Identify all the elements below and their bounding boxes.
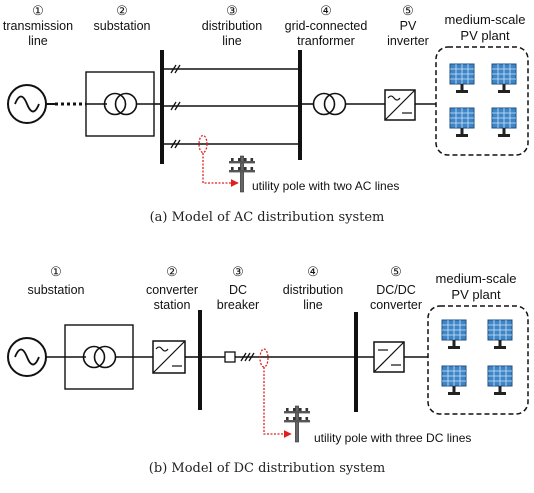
- ac-solar-panel-icon: [449, 63, 475, 94]
- dc-number-1: ①: [50, 264, 62, 279]
- ac-label-pv-plant: medium-scale PV plant: [445, 12, 526, 43]
- dc-number-4: ④: [307, 264, 319, 279]
- dc-label-substation: ① substation: [28, 264, 85, 297]
- ac-number-4: ④: [320, 3, 332, 18]
- dc-label-3-line2: breaker: [217, 298, 259, 312]
- ac-label-5-line1: PV: [400, 19, 417, 33]
- ac-solar-panel-icon: [491, 107, 517, 138]
- dc-generator-icon: [7, 337, 47, 377]
- ac-substation-transformer-icon: [85, 71, 155, 137]
- dc-solar-panel-icon: [487, 365, 513, 396]
- dc-utility-pole-icon: [283, 405, 311, 443]
- dc-plant-line1: medium-scale: [436, 271, 517, 286]
- ac-pointer-ellipse: [198, 134, 208, 154]
- dc-pv-plant-group: [427, 305, 529, 415]
- ac-number-3: ③: [226, 3, 238, 18]
- dc-pole-note: utility pole with three DC lines: [314, 431, 471, 445]
- ac-label-1-line1: transmission: [3, 19, 73, 33]
- dc-system-diagram: ① substation ② converter station ③ DC br…: [7, 264, 529, 476]
- dc-number-2: ②: [166, 264, 178, 279]
- dc-label-3-line1: DC: [229, 283, 247, 297]
- dc-label-distribution-line: ④ distribution line: [283, 264, 343, 312]
- ac-pointer-arrow: [202, 153, 239, 187]
- dc-solar-panel-icon: [441, 319, 467, 350]
- dc-conductor-ticks: [240, 352, 255, 362]
- dc-label-2-line1: converter: [146, 283, 198, 297]
- ac-label-5-line2: inverter: [387, 34, 429, 48]
- ac-label-grid-transformer: ④ grid-connected tranformer: [285, 3, 368, 48]
- dc-label-5-line2: converter: [370, 298, 422, 312]
- dc-number-3: ③: [232, 264, 244, 279]
- dc-label-dcdc-converter: ⑤ DC/DC converter: [370, 264, 422, 312]
- ac-conductor-ticks: [170, 64, 181, 149]
- ac-distribution-lines: [162, 64, 300, 149]
- ac-label-3-line2: line: [222, 34, 242, 48]
- dc-solar-panel-icon: [487, 319, 513, 350]
- ac-label-substation: ② substation: [94, 3, 151, 33]
- dc-label-dc-breaker: ③ DC breaker: [217, 264, 259, 312]
- dc-label-5-line1: DC/DC: [376, 283, 416, 297]
- ac-label-4-line1: grid-connected: [285, 19, 368, 33]
- dc-breaker-icon[interactable]: [224, 351, 236, 363]
- dc-label-1-line1: substation: [28, 283, 85, 297]
- dc-label-2-line2: station: [154, 298, 191, 312]
- ac-label-4-line2: tranformer: [297, 34, 355, 48]
- ac-generator-icon: [7, 84, 47, 124]
- dc-plant-line2: PV plant: [451, 287, 501, 302]
- ac-pv-inverter-icon: [384, 89, 416, 121]
- ac-plant-line1: medium-scale: [445, 12, 526, 27]
- ac-label-transmission-line: ① transmission line: [3, 3, 73, 48]
- dc-converter-station-icon: [152, 340, 186, 374]
- ac-number-1: ①: [32, 3, 44, 18]
- ac-plant-line2: PV plant: [460, 28, 510, 43]
- dc-label-converter-station: ② converter station: [146, 264, 198, 312]
- ac-pole-note: utility pole with two AC lines: [252, 179, 399, 193]
- dc-label-pv-plant: medium-scale PV plant: [436, 271, 517, 302]
- ac-solar-panel-icon: [449, 107, 475, 138]
- ac-grid-transformer-icon: [312, 92, 347, 116]
- dc-label-4-line2: line: [303, 298, 323, 312]
- dc-number-5: ⑤: [390, 264, 402, 279]
- ac-system-diagram: ① transmission line ② substation ③ distr…: [3, 3, 529, 225]
- ac-label-3-line1: distribution: [202, 19, 262, 33]
- ac-label-1-line2: line: [28, 34, 48, 48]
- dc-label-4-line1: distribution: [283, 283, 343, 297]
- ac-caption: (a) Model of AC distribution system: [150, 210, 385, 225]
- dc-pointer-ellipse: [259, 348, 269, 368]
- ac-label-2-line1: substation: [94, 19, 151, 33]
- dc-dcdc-converter-icon: [373, 341, 405, 373]
- ac-number-2: ②: [116, 3, 128, 18]
- ac-number-5: ⑤: [402, 3, 414, 18]
- dc-caption: (b) Model of DC distribution system: [149, 461, 385, 476]
- ac-pv-plant-group: [435, 46, 529, 156]
- dc-solar-panel-icon: [441, 365, 467, 396]
- dc-pointer-arrow: [263, 367, 292, 438]
- ac-label-pv-inverter: ⑤ PV inverter: [387, 3, 429, 48]
- dc-substation-transformer-icon: [64, 324, 134, 390]
- ac-label-distribution-line: ③ distribution line: [202, 3, 262, 48]
- ac-solar-panel-icon: [491, 63, 517, 94]
